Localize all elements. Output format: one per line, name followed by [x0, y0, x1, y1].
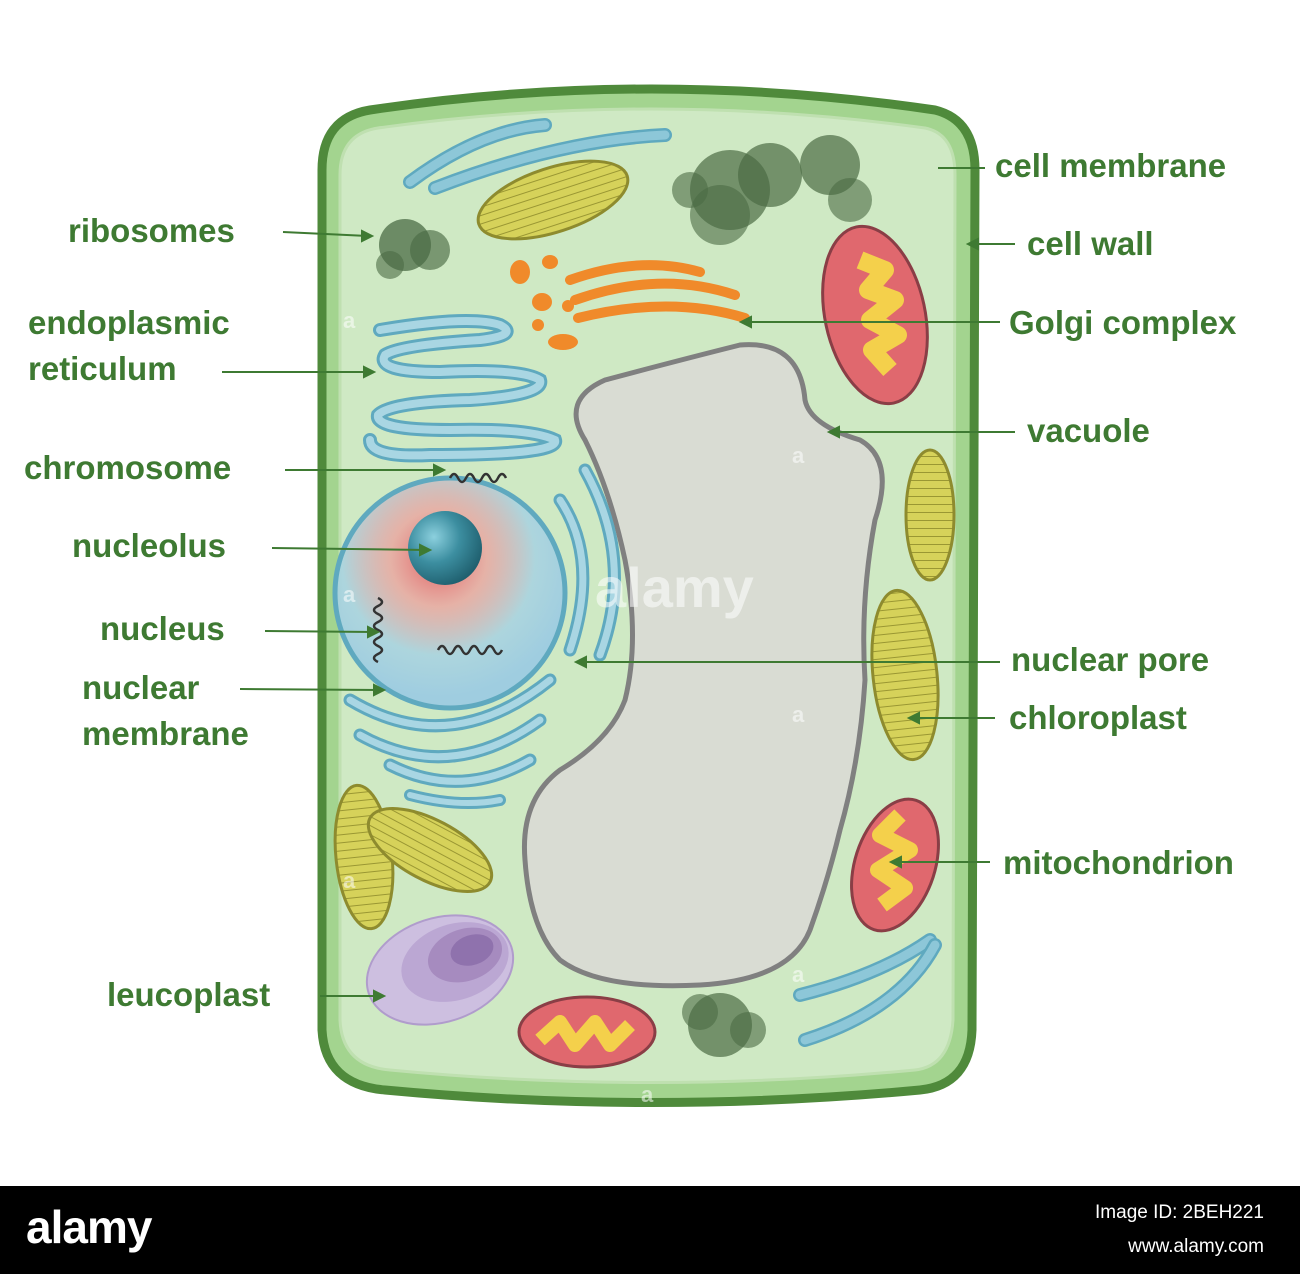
- label-chromosome: chromosome: [24, 449, 232, 486]
- nucleolus: [408, 511, 482, 585]
- label-cell-wall: cell wall: [1027, 225, 1154, 262]
- endoplasmic-reticulum: [363, 314, 563, 463]
- plant-cell-diagram: alamy a a a a a a a ribosomes endoplasmi…: [24, 84, 1237, 1107]
- label-reticulum: reticulum: [28, 350, 177, 387]
- label-nuclear-pore: nuclear pore: [1011, 641, 1210, 678]
- label-vacuole: vacuole: [1027, 412, 1150, 449]
- watermark-small-2: a: [792, 443, 805, 468]
- leader-lines: [222, 167, 1015, 1003]
- ribosomes: [376, 135, 872, 1057]
- cell-illustration: [222, 84, 1015, 1107]
- label-membrane: membrane: [82, 715, 249, 752]
- stock-footer: alamy Image ID: 2BEH221 www.alamy.com: [0, 1186, 1300, 1274]
- label-ribosomes: ribosomes: [68, 212, 235, 249]
- label-nucleolus: nucleolus: [72, 527, 227, 564]
- mitochondria: [517, 224, 940, 1069]
- watermark-small-7: a: [641, 1082, 654, 1107]
- footer-meta: Image ID: 2BEH221 www.alamy.com: [1095, 1196, 1264, 1264]
- footer-brand-logo: alamy: [26, 1201, 152, 1253]
- watermark-small-5: a: [343, 868, 356, 893]
- label-cell-membrane: cell membrane: [995, 147, 1227, 184]
- label-nucleus: nucleus: [100, 610, 225, 647]
- chromosomes: [372, 472, 508, 664]
- golgi-complex: [565, 260, 750, 323]
- footer-site: www.alamy.com: [1128, 1236, 1264, 1257]
- watermark-center: alamy: [595, 556, 754, 619]
- watermark-small-6: a: [792, 962, 805, 987]
- watermark-small-3: a: [343, 582, 356, 607]
- label-golgi-complex: Golgi complex: [1009, 304, 1237, 341]
- label-nuclear: nuclear: [82, 669, 200, 706]
- label-leucoplast: leucoplast: [107, 976, 271, 1013]
- leucoplast: [365, 914, 515, 1026]
- label-chloroplast: chloroplast: [1009, 699, 1187, 736]
- watermark-small-1: a: [343, 308, 356, 333]
- watermark-small-4: a: [792, 702, 805, 727]
- vacuole: [521, 342, 885, 989]
- label-endoplasmic: endoplasmic: [28, 304, 230, 341]
- footer-image-id: Image ID: 2BEH221: [1095, 1202, 1264, 1223]
- label-mitochondrion: mitochondrion: [1003, 844, 1234, 881]
